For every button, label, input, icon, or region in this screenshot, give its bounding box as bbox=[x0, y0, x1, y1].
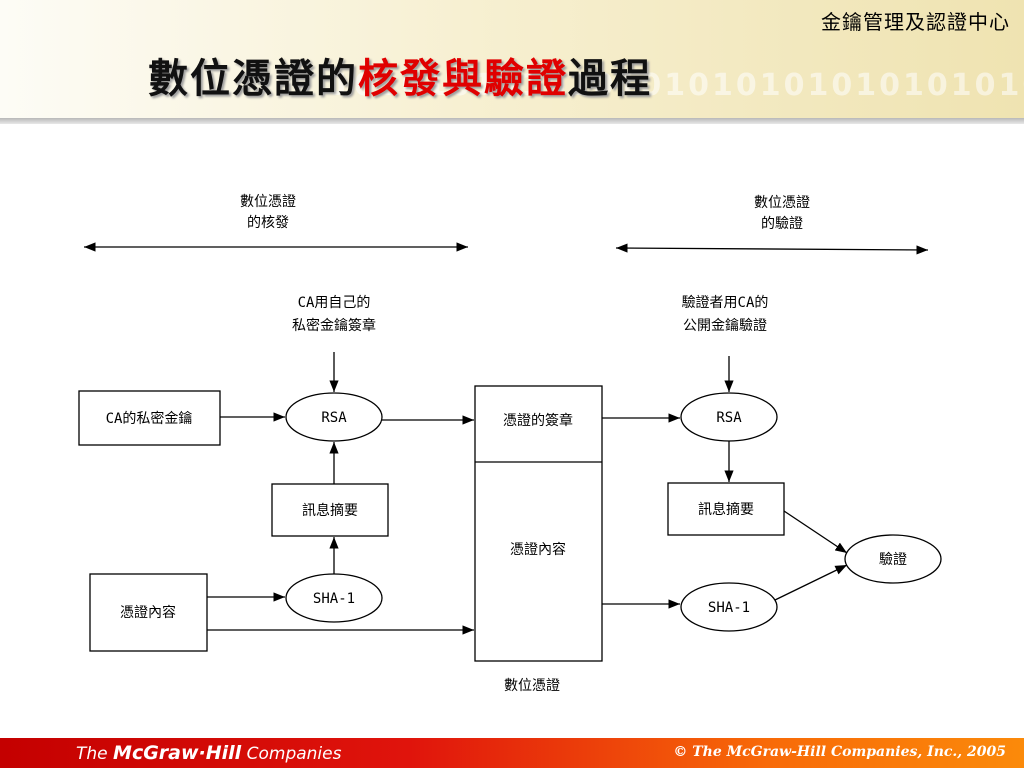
mcgraw-hill-logo: The McGraw·Hill Companies bbox=[76, 742, 341, 764]
rsa-sign-label: RSA bbox=[321, 410, 347, 426]
logo-brand: McGraw·Hill bbox=[113, 742, 242, 764]
header-rule bbox=[0, 118, 1024, 124]
copyright-text: © The McGraw-Hill Companies, Inc., 2005 bbox=[673, 744, 1006, 760]
verifier-note-line-1: 驗證者用CA的 bbox=[682, 294, 769, 311]
verify-label-line-2: 的驗證 bbox=[761, 215, 803, 232]
rsa-sign-ellipse bbox=[285, 392, 383, 442]
slide-header: 1010101010101010101010101010101010101010… bbox=[0, 0, 1024, 124]
sha1-right-label: SHA-1 bbox=[708, 600, 750, 616]
binary-decoration: 1010101010101010101010101010101010101010 bbox=[330, 68, 1024, 103]
issue-label-line-1: 數位憑證 bbox=[240, 193, 296, 210]
title-part-2: 過程 bbox=[568, 55, 652, 102]
ca-sign-note-line-1: CA用自己的 bbox=[298, 295, 371, 311]
slide-footer: The McGraw·Hill Companies © The McGraw-H… bbox=[0, 738, 1024, 768]
cert-signature-label: 憑證的簽章 bbox=[503, 412, 573, 429]
ca-private-key-label: CA的私密金鑰 bbox=[106, 410, 193, 427]
cert-content-center-label: 憑證內容 bbox=[510, 541, 566, 558]
ca-private-key-box bbox=[78, 390, 221, 446]
verify-span-arrow bbox=[615, 243, 929, 255]
logo-the: The bbox=[76, 744, 114, 764]
organization-name: 金鑰管理及認證中心 bbox=[821, 10, 1010, 34]
cert-content-left-label: 憑證內容 bbox=[120, 604, 176, 621]
cert-content-left-box bbox=[89, 573, 208, 652]
digital-certificate-box bbox=[474, 385, 603, 662]
ca-sign-note-line-2: 私密金鑰簽章 bbox=[292, 317, 376, 334]
certificate-flow-diagram: 數位憑證 的核發 數位憑證 的驗證 CA用自己的 私密金鑰簽章 驗證者用CA的 … bbox=[78, 193, 942, 694]
message-digest-right-label: 訊息摘要 bbox=[698, 501, 754, 518]
message-digest-left-box bbox=[271, 483, 389, 537]
message-digest-left-label: 訊息摘要 bbox=[302, 502, 358, 519]
verify-ellipse bbox=[844, 534, 942, 584]
sha1-left-label: SHA-1 bbox=[313, 591, 355, 607]
title-highlight: 核發與驗證 bbox=[358, 55, 568, 102]
issue-label-line-2: 的核發 bbox=[247, 215, 289, 231]
slide-title: 數位憑證的核發與驗證過程 bbox=[148, 46, 652, 104]
sha1-right-ellipse bbox=[680, 582, 778, 632]
arrow-sha1-to-verify bbox=[774, 564, 848, 601]
verify-label: 驗證 bbox=[879, 551, 907, 568]
arrow-digest-to-verify bbox=[783, 510, 848, 554]
verifier-note-line-2: 公開金鑰驗證 bbox=[683, 317, 767, 334]
digital-certificate-label: 數位憑證 bbox=[504, 677, 560, 694]
logo-companies: Companies bbox=[241, 744, 342, 764]
verify-label-line-1: 數位憑證 bbox=[754, 194, 810, 211]
message-digest-right-box bbox=[667, 482, 785, 536]
rsa-verify-label: RSA bbox=[716, 410, 742, 426]
title-part-1: 數位憑證的 bbox=[148, 55, 358, 102]
